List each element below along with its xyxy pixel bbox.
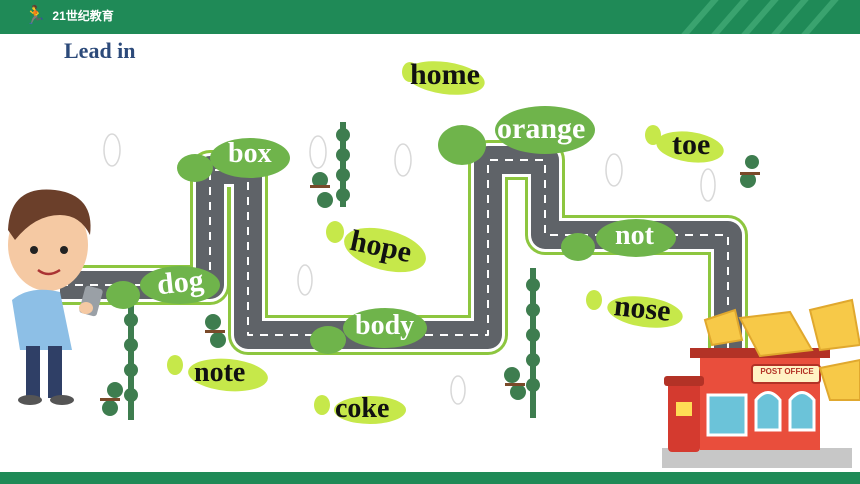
- boy-illustration: [8, 189, 103, 405]
- highlight-shapes: [167, 61, 724, 424]
- word-box: box: [228, 138, 272, 169]
- header-bar: 🏃 21世纪教育: [0, 0, 860, 34]
- word-orange: orange: [497, 112, 586, 145]
- word-note: note: [194, 357, 246, 388]
- logo: 🏃 21世纪教育: [24, 6, 114, 24]
- post-office-sign: POST OFFICE: [760, 367, 814, 376]
- road-center-line: [60, 159, 729, 350]
- header-stripes: [681, 0, 839, 34]
- post-office-illustration: [662, 298, 860, 468]
- word-nose: nose: [612, 289, 673, 328]
- page-title: Lead in: [64, 38, 136, 63]
- word-body: body: [355, 310, 415, 341]
- word-toe: toe: [672, 128, 711, 161]
- word-coke: coke: [335, 393, 390, 424]
- runner-logo-icon: 🏃: [24, 5, 47, 25]
- footer-bar: [0, 472, 860, 484]
- word-home: home: [410, 58, 480, 91]
- word-dog: dog: [155, 263, 206, 302]
- logo-text: 21世纪教育: [52, 8, 114, 23]
- tree-decorations: [100, 122, 760, 420]
- cloud-decorations: [103, 133, 716, 405]
- word-not: not: [615, 220, 654, 251]
- footprint-shapes: [106, 106, 676, 354]
